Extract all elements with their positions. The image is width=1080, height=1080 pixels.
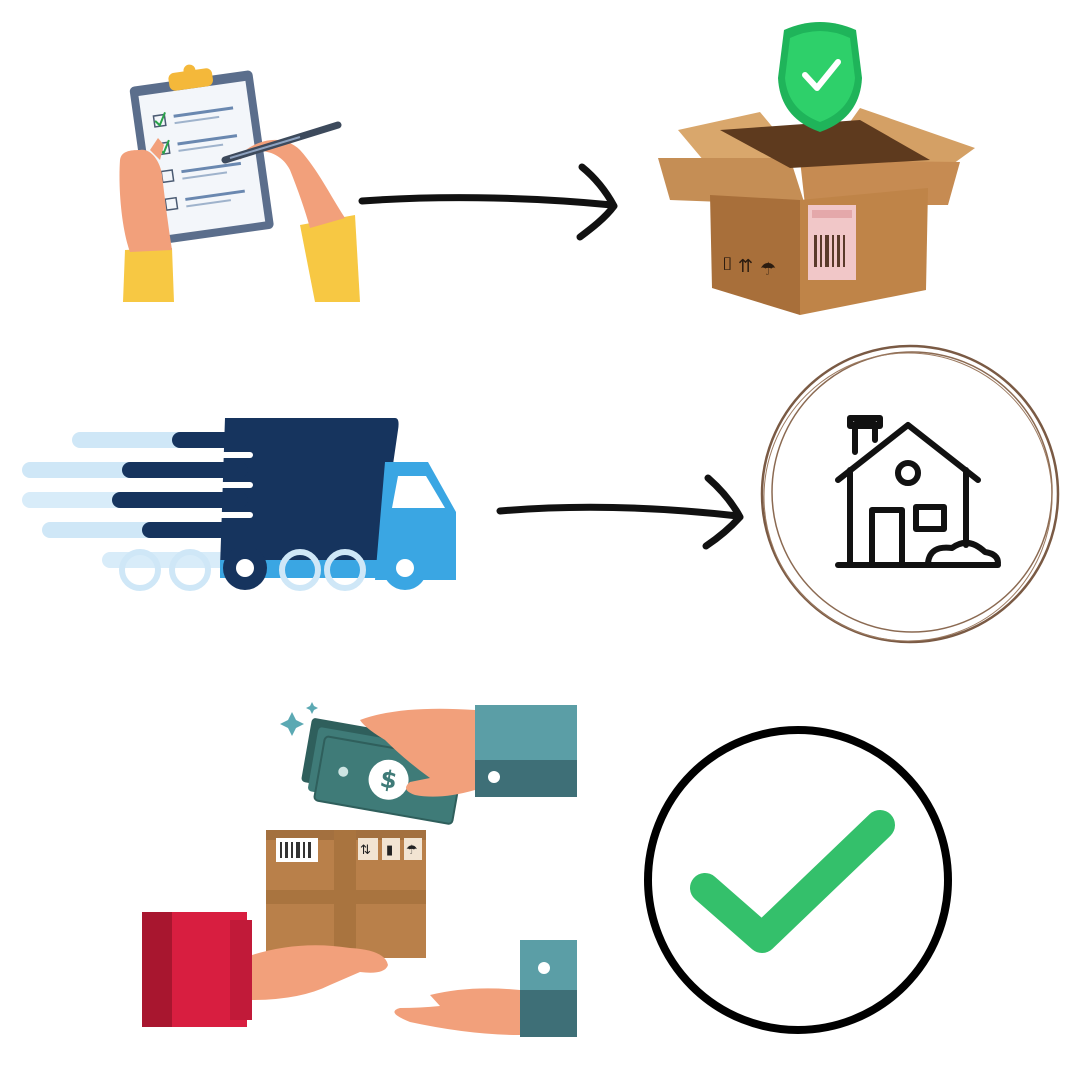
cash-handover-icon: $ ⇅ ▮ ☂ bbox=[142, 702, 577, 1037]
arrow-right-icon bbox=[358, 163, 618, 241]
svg-text:⌷: ⌷ bbox=[722, 254, 733, 275]
house-icon bbox=[760, 344, 1060, 644]
shield-box-icon: ⌷ ⇈ ☂ bbox=[658, 22, 975, 315]
svg-text:▮: ▮ bbox=[386, 843, 393, 858]
svg-text:⇈: ⇈ bbox=[738, 256, 753, 277]
arrow-right-icon bbox=[496, 474, 744, 550]
delivery-truck-icon bbox=[22, 418, 456, 591]
check-circle-icon bbox=[644, 726, 952, 1034]
svg-text:☂: ☂ bbox=[406, 843, 418, 858]
svg-text:$: $ bbox=[378, 764, 399, 794]
clipboard-checklist-icon bbox=[119, 64, 360, 302]
svg-text:☂: ☂ bbox=[760, 259, 776, 280]
svg-text:⇅: ⇅ bbox=[360, 843, 371, 858]
